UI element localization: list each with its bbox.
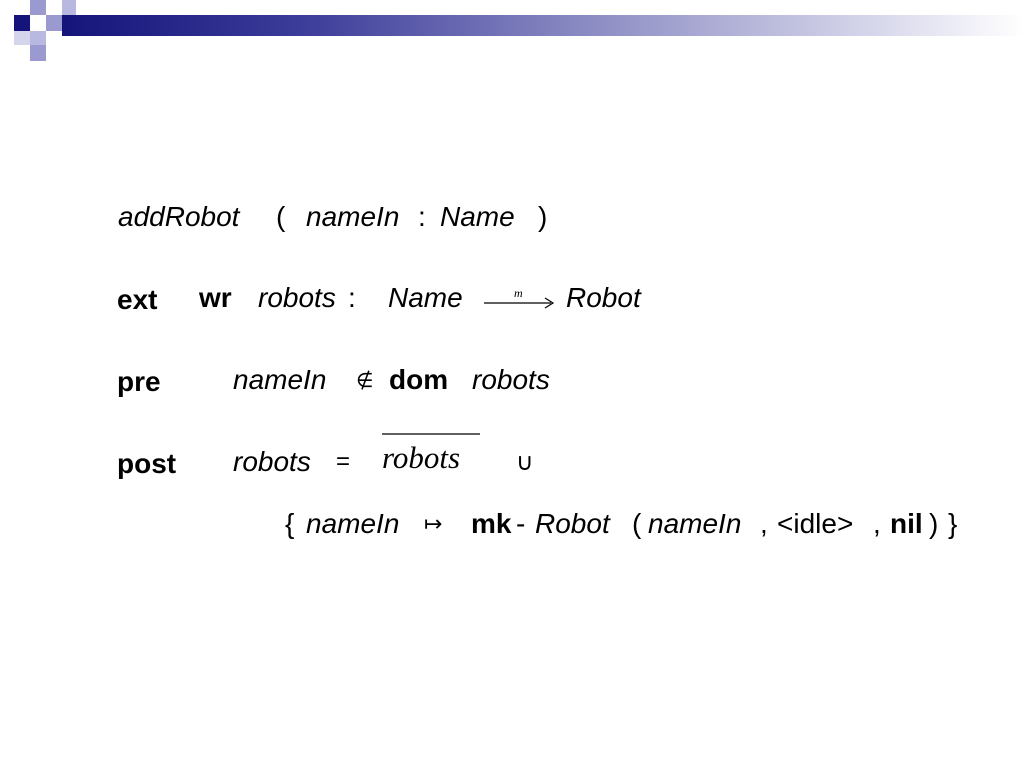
header-square-light [46, 15, 62, 31]
map-domain-type: Name [388, 282, 463, 313]
header-square-light [62, 0, 76, 15]
parameter-colon: : [418, 201, 426, 232]
post-keyword: post [117, 448, 177, 479]
constructor-name: Robot [535, 508, 610, 539]
header-square-light [30, 0, 46, 15]
hooked-old-value: robots [380, 428, 482, 478]
args-open-paren: ( [632, 508, 642, 539]
pre-keyword: pre [117, 366, 161, 397]
signature-open-paren: ( [276, 201, 286, 232]
post-lhs: robots [233, 446, 311, 477]
pre-rhs: robots [472, 364, 550, 395]
map-arrow-icon: m [483, 287, 563, 311]
mk-dash: - [516, 508, 526, 539]
old-robots-value: robots [382, 440, 461, 475]
union-icon: ∪ [516, 448, 534, 476]
parameter-name: nameIn [306, 201, 400, 232]
arg-name: nameIn [648, 508, 742, 539]
signature-close-paren: ) [538, 201, 548, 232]
args-comma-2: , [873, 508, 881, 539]
map-key: nameIn [306, 508, 400, 539]
dom-keyword: dom [389, 364, 449, 395]
not-in-icon: ∉ [356, 368, 374, 392]
args-close-paren: ) [929, 508, 939, 539]
pre-lhs: nameIn [233, 364, 327, 395]
map-marker: m [514, 286, 523, 300]
ext-colon: : [348, 282, 356, 313]
mk-keyword: mk [471, 508, 512, 539]
nil-keyword: nil [890, 508, 923, 539]
equals-sign: = [336, 448, 351, 475]
write-mode: wr [199, 282, 232, 313]
close-brace: } [948, 508, 958, 539]
header-square-light [14, 31, 30, 45]
header-square-dark [14, 15, 30, 31]
overbar-icon [382, 433, 480, 435]
ext-keyword: ext [117, 284, 158, 315]
map-range-type: Robot [566, 282, 641, 313]
maps-to-icon: ↦ [424, 512, 443, 537]
header-gradient-bar [62, 15, 1024, 36]
arg-status: <idle> [777, 508, 854, 539]
open-brace: { [285, 508, 295, 539]
header-square-light [30, 45, 46, 61]
header-square-light [30, 31, 46, 45]
parameter-type: Name [440, 201, 515, 232]
state-variable: robots [258, 282, 336, 313]
args-comma-1: , [760, 508, 768, 539]
operation-name: addRobot [118, 201, 240, 232]
